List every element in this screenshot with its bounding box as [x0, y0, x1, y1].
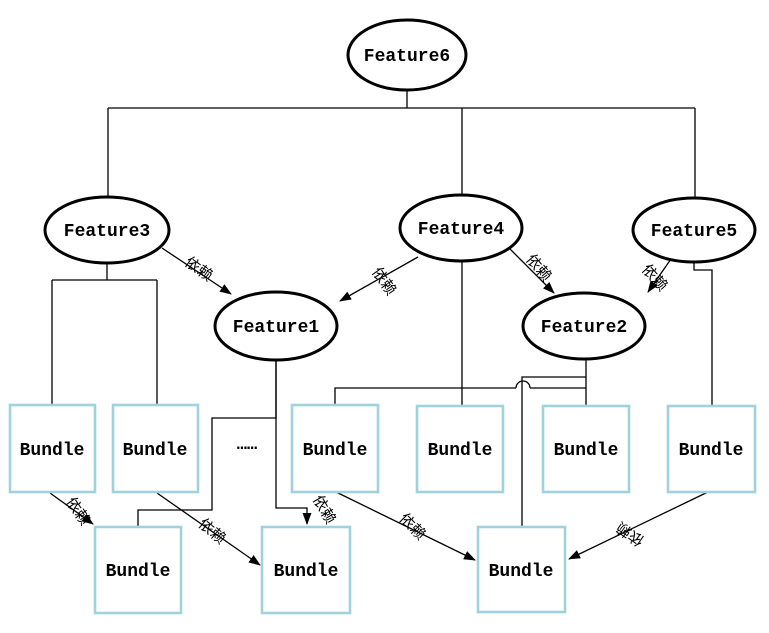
- dependency-label: 依赖: [522, 251, 554, 285]
- node-feature6-label: Feature6: [364, 47, 450, 67]
- node-feature3-label: Feature3: [64, 222, 150, 242]
- arrow-feature3-feature1: [161, 247, 232, 295]
- node-bundle1[interactable]: Bundle: [8, 403, 97, 494]
- node-feature1[interactable]: Feature1: [213, 290, 339, 362]
- node-feature1-label: Feature1: [233, 318, 320, 338]
- edge-feature2-bundle3: [334, 380, 586, 405]
- node-feature6[interactable]: Feature6: [346, 18, 468, 92]
- dependency-label: 依赖: [368, 264, 399, 298]
- node-lower-bundle2[interactable]: Bundle: [260, 525, 352, 615]
- arrow-feature4-feature2: [507, 246, 555, 294]
- node-bundle1-label: Bundle: [20, 441, 85, 461]
- arrow-bundle1-lower-bundle1: [49, 492, 94, 525]
- arrow-feature1-lower-bundle2: [275, 360, 312, 525]
- node-feature5-label: Feature5: [651, 222, 737, 242]
- dependency-edges: [49, 246, 711, 566]
- node-bundle3[interactable]: Bundle: [290, 403, 380, 494]
- node-bundle5-label: Bundle: [554, 441, 619, 461]
- node-bundle3-label: Bundle: [303, 441, 368, 461]
- node-bundle4[interactable]: Bundle: [415, 404, 505, 494]
- node-bundle5[interactable]: Bundle: [541, 404, 631, 494]
- arrow-bundle2-lower-bundle2: [156, 492, 261, 566]
- node-feature2-label: Feature2: [541, 318, 627, 338]
- node-feature4-label: Feature4: [418, 220, 505, 240]
- node-lower-bundle3-label: Bundle: [489, 562, 554, 582]
- node-lower-bundle3[interactable]: Bundle: [476, 525, 567, 614]
- arrow-feature5-feature2: [647, 258, 672, 293]
- bundle-ellipsis: ……: [237, 436, 257, 455]
- node-lower-bundle1-label: Bundle: [106, 562, 171, 582]
- containment-edges: [51, 90, 713, 527]
- node-bundle2-label: Bundle: [123, 441, 188, 461]
- arrow-bundle6-lower-bundle3: [568, 490, 711, 560]
- dependency-label: 依赖: [309, 493, 339, 527]
- edge-feature2-lower-bundle3: [521, 376, 586, 527]
- arrow-feature4-feature1: [339, 256, 419, 302]
- dependency-label: 依赖: [613, 518, 647, 549]
- node-bundle6-label: Bundle: [679, 441, 744, 461]
- node-lower-bundle2-label: Bundle: [274, 562, 339, 582]
- node-bundle4-label: Bundle: [428, 441, 493, 461]
- edge-feature5-bundle6: [693, 261, 713, 406]
- node-lower-bundle1[interactable]: Bundle: [93, 525, 183, 615]
- dependency-label: 依赖: [62, 494, 93, 528]
- node-feature4[interactable]: Feature4: [398, 193, 524, 263]
- node-bundle2[interactable]: Bundle: [111, 403, 200, 494]
- dependency-label: 依赖: [195, 515, 229, 547]
- node-feature5[interactable]: Feature5: [631, 196, 757, 264]
- node-bundle6[interactable]: Bundle: [666, 404, 757, 494]
- dependency-label: 依赖: [396, 510, 429, 543]
- node-feature3[interactable]: Feature3: [43, 195, 171, 265]
- node-feature2[interactable]: Feature2: [521, 291, 647, 361]
- arrow-bundle3-lower-bundle3: [333, 490, 476, 561]
